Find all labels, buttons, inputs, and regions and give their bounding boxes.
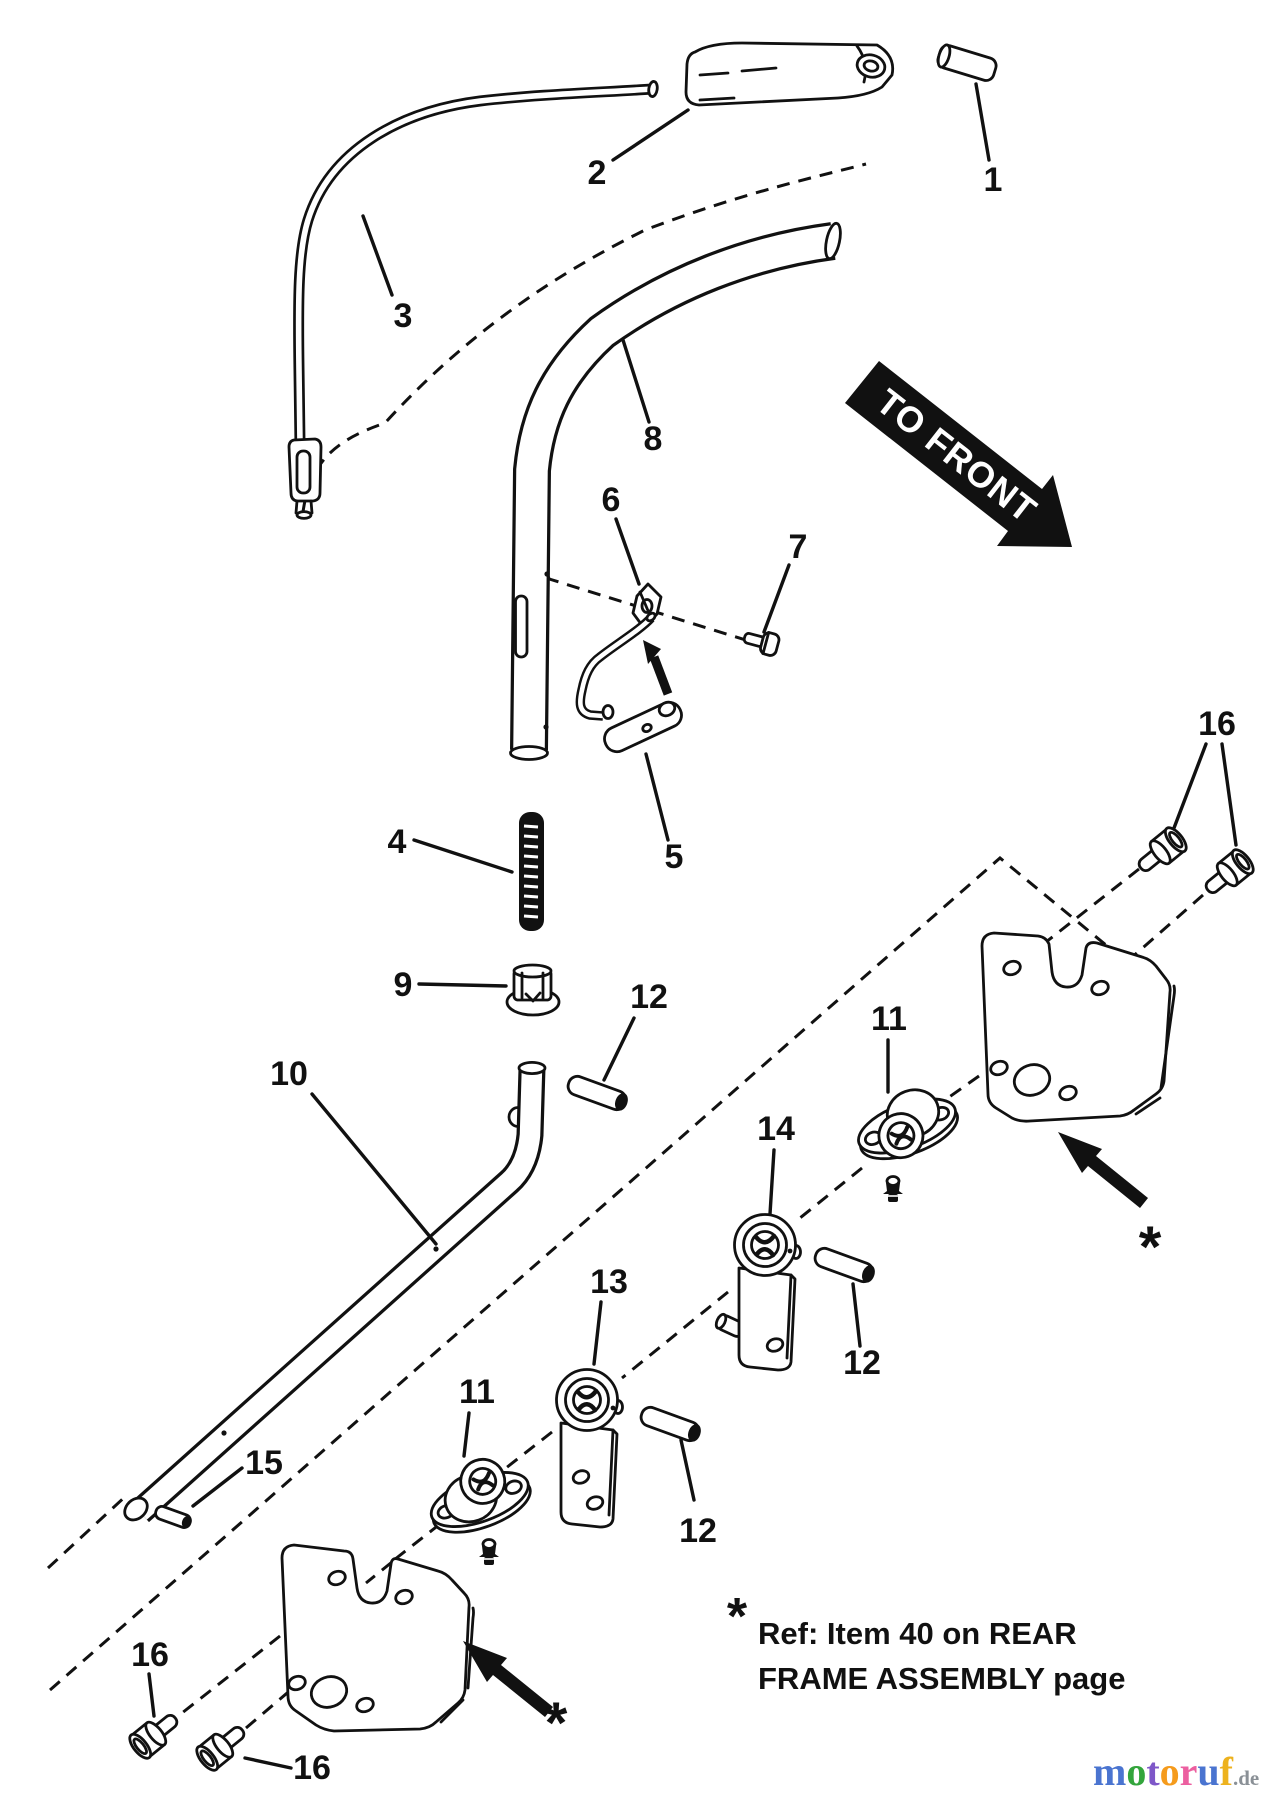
reference-arrow-lower-plate [463,1641,553,1717]
install-direction-arrow [643,640,673,696]
part-11-flange-bearing-upper [857,1088,959,1161]
footnote-line1: Ref: Item 40 on REAR [758,1616,1077,1651]
asterisk-markers: ** [545,1215,1162,1756]
latch-rod [575,611,657,721]
part-4-threaded-stud [519,812,544,931]
footnote-line2: FRAME ASSEMBLY page [758,1661,1125,1696]
motoruf-logo[interactable]: motoruf.de [1093,1749,1259,1794]
part-3-cable-tube [287,80,659,520]
part-16-bolt [1137,826,1188,873]
part-10-shift-rod [123,1061,547,1523]
callout-3: 3 [394,297,413,335]
part-16-bolt [195,1725,246,1772]
part-16-bolt [1204,848,1255,895]
part-13-bearing-arm [555,1368,624,1529]
part-16-bolt [128,1713,179,1760]
callout-14: 14 [757,1110,795,1148]
part-2-grip [684,41,895,107]
callout-16: 16 [293,1749,331,1787]
part-11-flange-bearing-lower [429,1458,532,1534]
part-12-pin [639,1405,701,1443]
part-9-flange-nut [505,963,561,1017]
callout-1: 1 [984,161,1003,199]
callout-4: 4 [388,823,407,861]
callout-12: 12 [679,1512,717,1550]
callout-16: 16 [1198,705,1236,743]
grease-fitting [883,1175,903,1202]
part-15-pin [154,1505,192,1529]
callout-leader-lines [147,82,1238,1770]
part-12-pin [813,1246,875,1284]
callout-16: 16 [131,1636,169,1674]
grease-fitting [479,1538,499,1565]
mounting-plate-lower [280,1543,475,1733]
callout-13: 13 [590,1263,628,1301]
footnote-asterisk: * [727,1588,748,1646]
callout-12: 12 [843,1344,881,1382]
callout-11: 11 [871,1000,907,1038]
callout-15: 15 [245,1444,283,1482]
footnote: * Ref: Item 40 on REAR FRAME ASSEMBLY pa… [727,1588,1126,1696]
mounting-plate-upper [980,931,1176,1123]
part-5-flat-bar [603,700,683,754]
part-8-handle-tube [509,221,842,761]
asterisk-marker: * [1139,1215,1162,1280]
part-14-bearing-arm [714,1213,802,1372]
part-7-bolt [742,631,781,657]
to-front-label: TO FRONT [869,381,1045,531]
callout-5: 5 [665,838,684,876]
reference-arrow-upper-plate [1058,1132,1148,1208]
hidden-cable-path-dashed [301,162,867,513]
callout-2: 2 [588,154,607,192]
to-front-arrow: TO FRONT [845,361,1072,547]
part-1-spacer [936,43,998,82]
mounting-plane-dashed-outline [46,856,1113,1692]
callout-7: 7 [789,528,808,566]
callout-10: 10 [270,1055,308,1093]
callout-9: 9 [394,966,413,1004]
callout-6: 6 [602,481,621,519]
callout-11: 11 [459,1373,495,1411]
callout-12: 12 [630,978,668,1016]
part-12-pin [566,1074,628,1112]
asterisk-marker: * [545,1691,568,1756]
callout-8: 8 [644,420,663,458]
